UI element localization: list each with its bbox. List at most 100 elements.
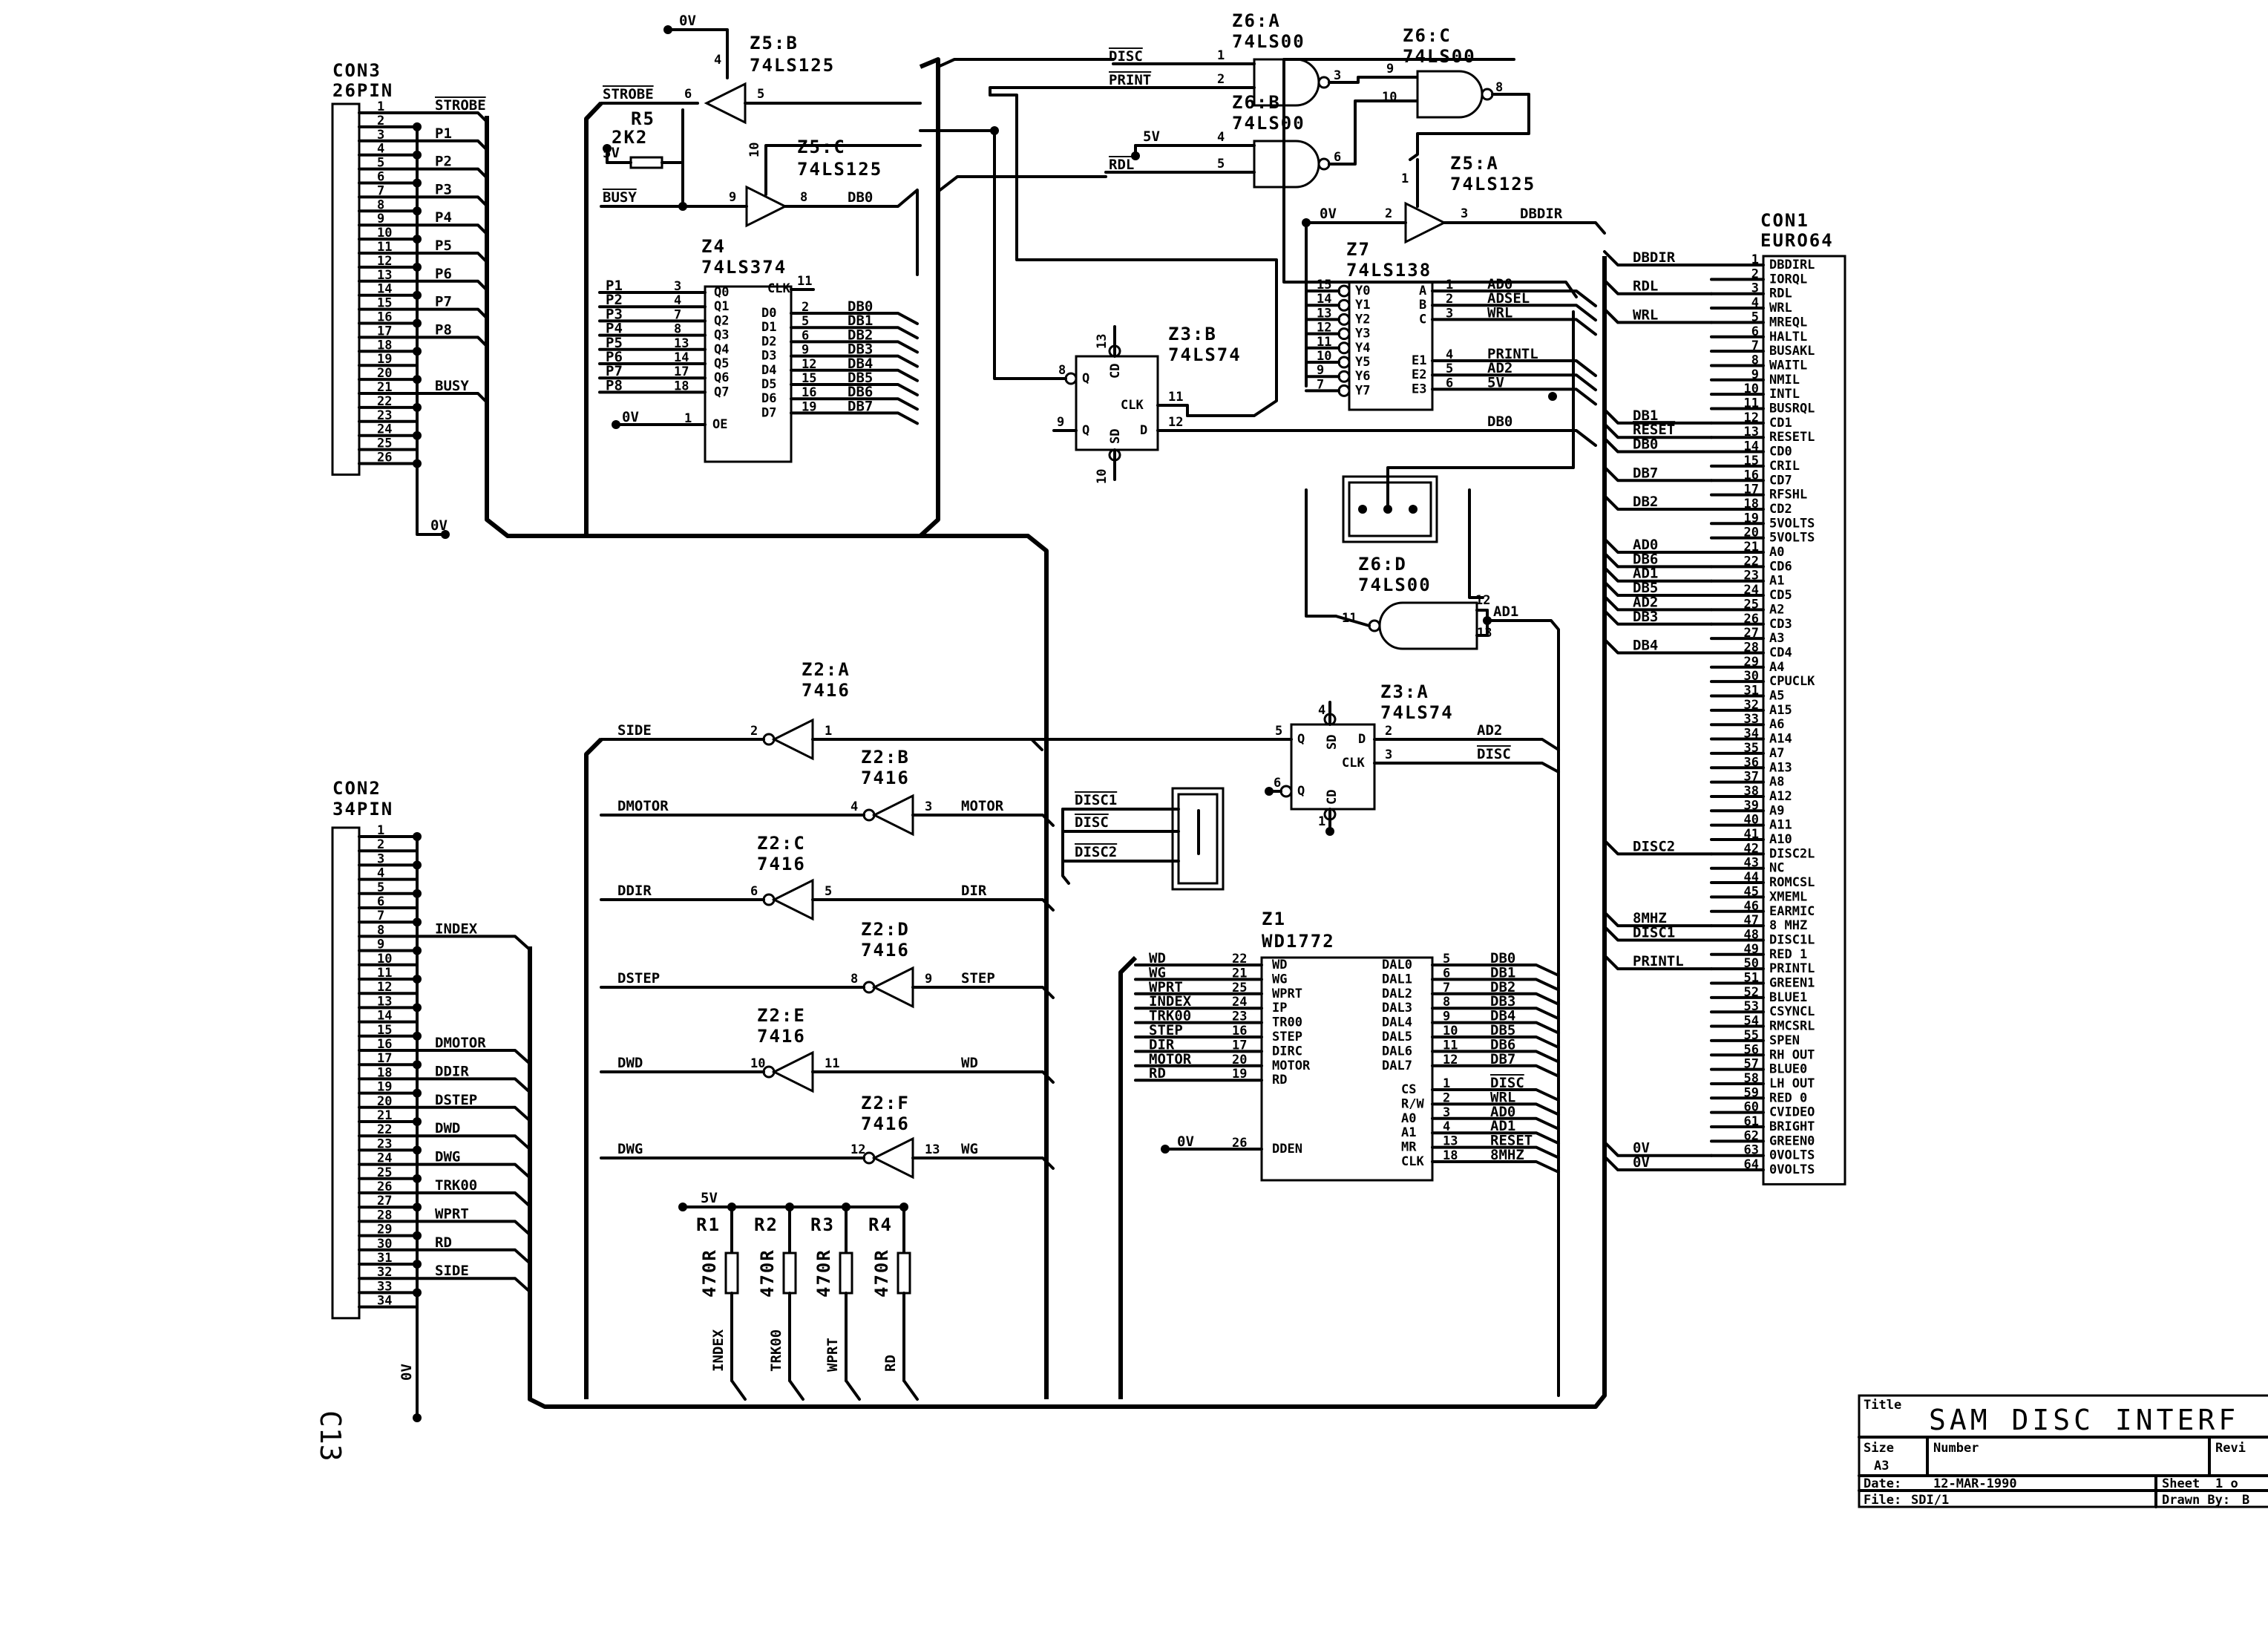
junction-dot — [413, 150, 422, 160]
resistor-ref: R1 — [696, 1214, 721, 1235]
con1-pin-name: DISC1L — [1769, 932, 1815, 947]
junction-dot — [413, 459, 422, 468]
z1-pin: 5 — [1443, 952, 1450, 966]
z2-part: 7416 — [861, 768, 910, 788]
con3-pin-number: 12 — [377, 254, 392, 269]
z4-part: 74LS374 — [701, 257, 787, 278]
con3-signal-wire — [416, 336, 488, 353]
z3b-pin: 9 — [1057, 415, 1064, 430]
con1-pin-name: A2 — [1769, 602, 1784, 617]
z1-pin-name: TR00 — [1272, 1015, 1302, 1030]
z2-pin: 3 — [925, 799, 932, 814]
junction-dot — [785, 1203, 794, 1211]
con1-pin-name: A14 — [1769, 732, 1792, 747]
z6b-pin: 4 — [1217, 130, 1225, 145]
con1-pin-number: 13 — [1744, 425, 1759, 439]
z6c-ref: Z6:C — [1403, 25, 1452, 46]
con3-pin-number: 22 — [377, 394, 392, 409]
r5-ref: R5 — [631, 108, 655, 129]
z7-q-link — [1186, 310, 1278, 417]
con1-pin-number: 29 — [1744, 655, 1759, 670]
z1-pin-name: A0 — [1401, 1111, 1416, 1126]
z1-pin: 8 — [1443, 995, 1450, 1010]
z6b-ref: Z6:B — [1232, 92, 1281, 113]
z7-pin-name: Y6 — [1355, 369, 1370, 384]
z1-pin-name: DAL4 — [1382, 1015, 1412, 1030]
z2-pin: 11 — [825, 1056, 839, 1071]
z4-pin-name: Q5 — [714, 356, 729, 371]
z1-net: DB7 — [1490, 1051, 1515, 1067]
z6a-ref: Z6:A — [1232, 10, 1281, 31]
con1-signal-wire — [1603, 1155, 1713, 1172]
z4-out-wire — [790, 368, 919, 382]
con1-type: EURO64 — [1760, 230, 1834, 251]
z2-ref: Z2:B — [861, 747, 910, 768]
z3a-d-wire — [1373, 738, 1560, 751]
z7-pin-name: Y0 — [1355, 284, 1370, 298]
con1-pin-number: 7 — [1751, 338, 1759, 353]
con2-pin-number: 17 — [377, 1051, 392, 1066]
inverter-symbol — [771, 718, 814, 761]
z7-e-wire — [1431, 373, 1597, 392]
z1-pin: 26 — [1232, 1136, 1247, 1151]
z2-pin: 8 — [850, 972, 858, 987]
z6a-pin: 3 — [1334, 68, 1341, 83]
con1-pin-name: WAITL — [1769, 358, 1807, 373]
z2-net-left: DMOTOR — [617, 798, 669, 814]
con3-pin-number: 5 — [377, 156, 384, 171]
inversion-bubble — [1481, 88, 1494, 101]
z3b-d-link — [1475, 429, 1597, 447]
tb-date: 12-MAR-1990 — [1933, 1476, 2017, 1491]
con1-pin-name: BRIGHT — [1769, 1119, 1815, 1134]
con1-pin-name: CD1 — [1769, 416, 1792, 431]
z7-pin-name: Y1 — [1355, 298, 1370, 313]
z1-pin-name: A1 — [1401, 1125, 1416, 1140]
con1-signal-label: WRL — [1633, 307, 1658, 323]
z2-part: 7416 — [861, 1113, 910, 1134]
z3b-pin-name: Q — [1082, 371, 1089, 386]
z1-pin-name: DAL7 — [1382, 1059, 1412, 1073]
tb-date-label: Date: — [1864, 1476, 1901, 1491]
con1-signal-label: 0V — [1633, 1140, 1650, 1157]
z6d-ref: Z6:D — [1358, 554, 1407, 575]
resistor-lead — [788, 1379, 804, 1401]
buffer-symbol — [704, 82, 747, 125]
z1-pin: 24 — [1232, 995, 1247, 1010]
junction-dot — [413, 235, 422, 244]
con1-pin-number: 43 — [1744, 856, 1759, 871]
z3b-ref: Z3:B — [1168, 324, 1217, 344]
z4-pin: 14 — [674, 350, 689, 365]
con1-pin-number: 46 — [1744, 899, 1759, 914]
con2-signal-label: DWG — [435, 1149, 460, 1165]
z6d-pin: 11 — [1342, 611, 1357, 626]
z1-dal-wire — [1431, 1050, 1560, 1064]
z7-net: AD2 — [1487, 360, 1512, 376]
inversion-bubble — [1337, 384, 1351, 397]
con1-signal-wire — [1603, 595, 1713, 612]
z4-pin: 16 — [802, 385, 816, 400]
z4-pin: 3 — [674, 279, 681, 294]
z5a-part: 74LS125 — [1450, 174, 1536, 194]
con1-pin-number: 31 — [1744, 684, 1759, 699]
con1-pin-name: A10 — [1769, 832, 1792, 847]
z7-net: ADSEL — [1487, 290, 1530, 307]
z2-part: 7416 — [861, 940, 910, 961]
inversion-bubble — [1323, 808, 1337, 821]
con3-pin-number: 17 — [377, 324, 392, 338]
con2-pin-number: 31 — [377, 1251, 392, 1266]
z1-pin-name: DAL2 — [1382, 987, 1412, 1001]
con2-signal-wire — [416, 1049, 531, 1065]
con3-signal-wire — [416, 111, 488, 128]
z5a-ref: Z5:A — [1450, 153, 1499, 174]
con1-signal-wire — [1603, 552, 1713, 569]
z5c-pin: 8 — [800, 190, 807, 205]
con3-signal-wire — [416, 392, 488, 408]
z1-pin-name: WG — [1272, 972, 1287, 987]
z5c-db0-label: DB0 — [848, 189, 873, 206]
con2-pin-number: 7 — [377, 909, 384, 923]
resistor-lead — [730, 1379, 747, 1401]
con2-pin-number: 3 — [377, 851, 384, 866]
con1-pin-name: 5VOLTS — [1769, 531, 1815, 546]
z7-net: AD0 — [1487, 276, 1512, 292]
